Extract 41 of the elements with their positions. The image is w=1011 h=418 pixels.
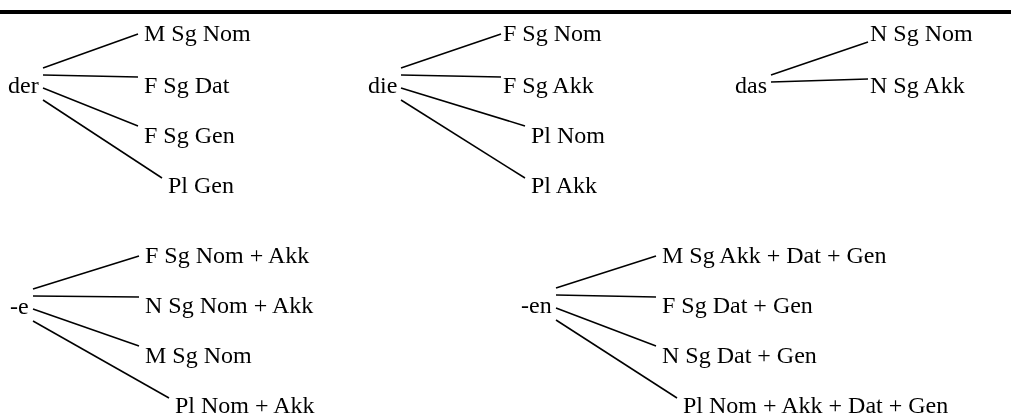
feature-label: der	[8, 62, 39, 108]
feature-label: M Sg Nom	[138, 10, 251, 56]
connector-line	[42, 87, 139, 127]
feature-label: das	[735, 62, 767, 108]
connector-line	[770, 78, 869, 83]
feature-label: -e	[10, 283, 29, 329]
connector-line	[32, 295, 140, 298]
connector-line	[400, 33, 502, 69]
feature-label: Pl Nom	[525, 112, 605, 158]
feature-label: N Sg Nom + Akk	[139, 282, 314, 328]
connector-line	[400, 87, 526, 127]
feature-label: N Sg Akk	[868, 62, 965, 108]
feature-label: die	[368, 62, 398, 108]
feature-label: M Sg Nom	[139, 332, 252, 378]
feature-label: F Sg Akk	[501, 62, 594, 108]
feature-label: Pl Akk	[525, 162, 598, 208]
feature-label: Pl Nom + Akk	[169, 382, 315, 418]
feature-label: F Sg Nom	[501, 10, 602, 56]
feature-label: F Sg Gen	[138, 112, 235, 158]
connector-line	[32, 320, 170, 399]
feature-label: F Sg Dat	[138, 62, 230, 108]
connector-line	[32, 308, 140, 347]
feature-label: -en	[521, 282, 552, 328]
connector-line	[555, 294, 657, 298]
connector-line	[555, 319, 678, 399]
connector-line	[42, 33, 139, 69]
connector-line	[32, 255, 140, 290]
feature-label: Pl Gen	[162, 162, 234, 208]
feature-label: Pl Nom + Akk + Dat + Gen	[677, 382, 949, 418]
connector-line	[400, 74, 502, 78]
feature-label: N Sg Dat + Gen	[656, 332, 817, 378]
feature-label: N Sg Nom	[868, 10, 973, 56]
feature-label: F Sg Dat + Gen	[656, 282, 813, 328]
connector-line	[555, 307, 657, 347]
feature-label: F Sg Nom + Akk	[139, 232, 310, 278]
connector-line	[770, 41, 869, 76]
connector-line	[400, 99, 526, 179]
feature-label: M Sg Akk + Dat + Gen	[656, 232, 887, 278]
connector-line	[42, 74, 139, 78]
connector-line	[555, 255, 657, 289]
connector-line	[42, 99, 163, 179]
